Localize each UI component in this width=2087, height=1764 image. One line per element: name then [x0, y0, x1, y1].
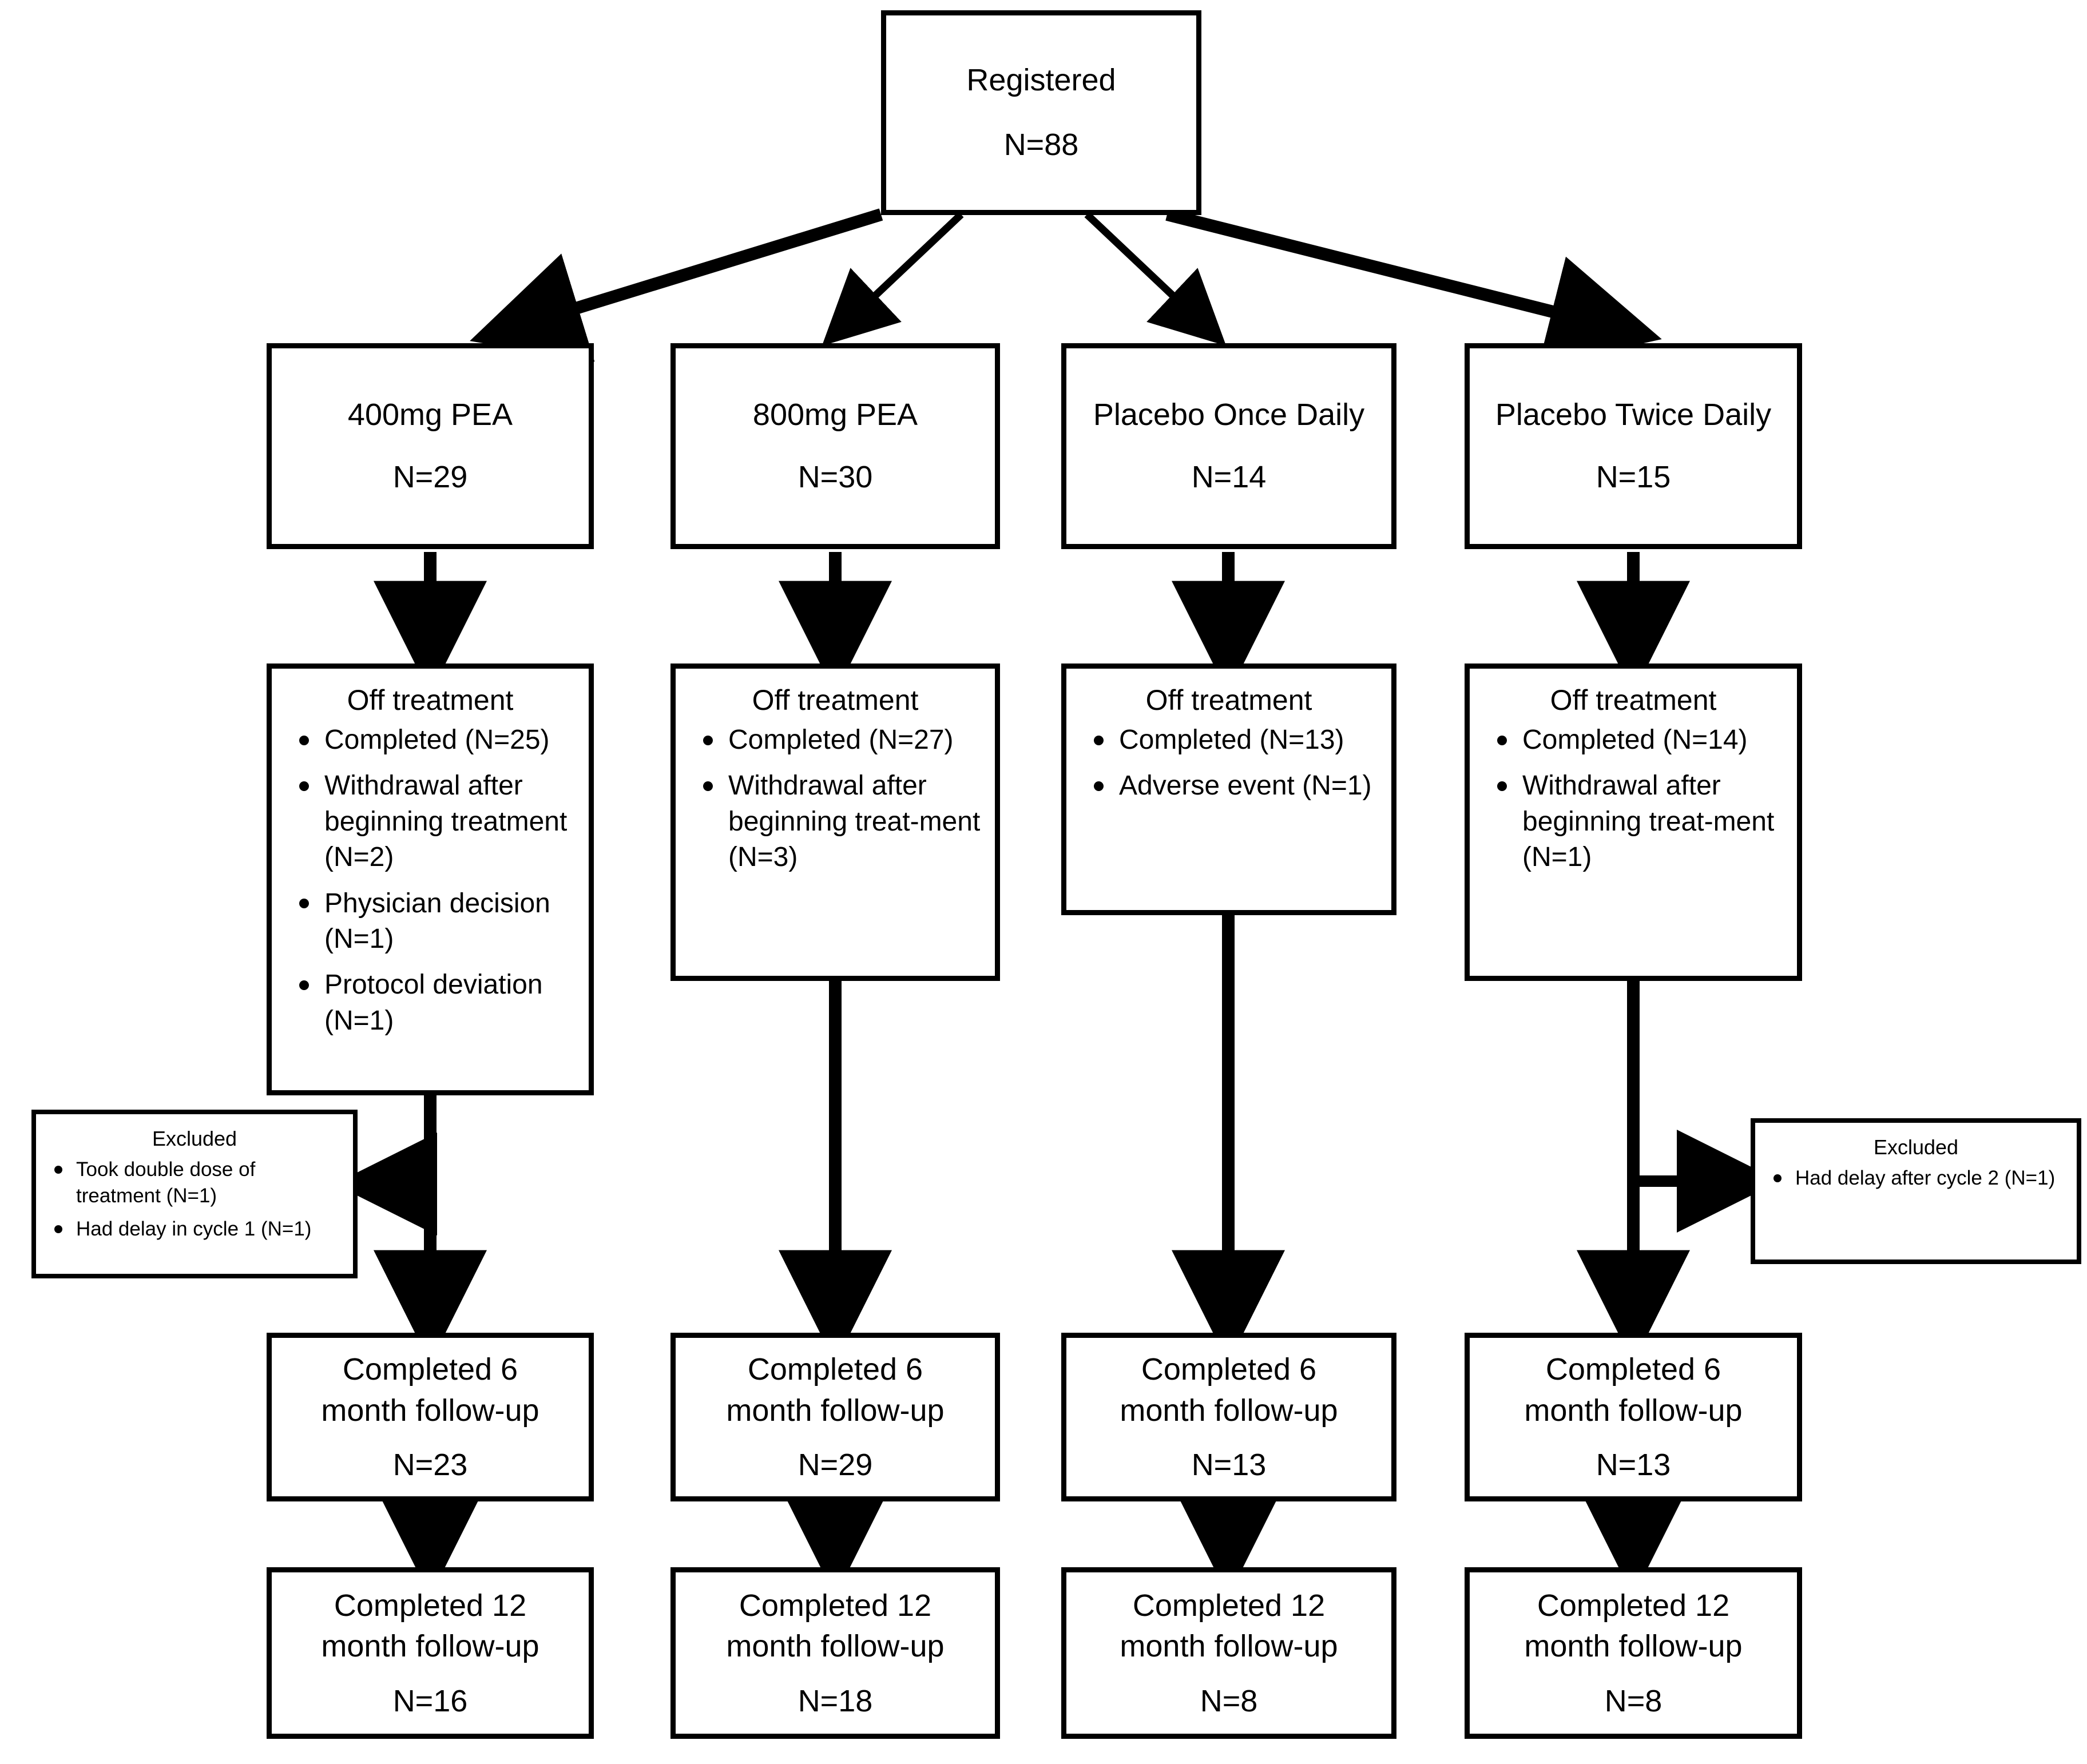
list-item: Withdrawal after beginning treat-ment (N… [699, 768, 985, 875]
off-treatment-heading: Off treatment [1145, 684, 1312, 716]
followup-line1: Completed 6 [342, 1352, 518, 1387]
twelve-month-followup-box-placebo-twice: Completed 12 month follow-up N=8 [1465, 1567, 1802, 1739]
six-month-followup-box-400mg: Completed 6 month follow-up N=23 [267, 1333, 594, 1501]
twelve-month-followup-box-400mg: Completed 12 month follow-up N=16 [267, 1567, 594, 1739]
six-month-followup-box-800mg: Completed 6 month follow-up N=29 [670, 1333, 1000, 1501]
list-item: Completed (N=25) [295, 722, 578, 758]
excluded-heading: Excluded [1873, 1135, 1959, 1159]
followup-count: N=29 [797, 1448, 873, 1483]
followup-line2: month follow-up [321, 1629, 539, 1664]
followup-line2: month follow-up [1524, 1629, 1743, 1664]
arm-group-box-placebo-once: Placebo Once Daily N=14 [1061, 343, 1396, 549]
off-treatment-heading: Off treatment [752, 684, 919, 716]
off-treatment-box-800mg: Off treatment Completed (N=27) Withdrawa… [670, 664, 1000, 981]
followup-line2: month follow-up [1524, 1393, 1743, 1428]
list-item: Completed (N=27) [699, 722, 985, 758]
arm-count: N=15 [1596, 460, 1671, 494]
arm-title: 400mg PEA [347, 397, 513, 432]
list-item: Had delay in cycle 1 (N=1) [51, 1216, 345, 1242]
followup-line2: month follow-up [321, 1393, 539, 1428]
registered-box: Registered N=88 [881, 10, 1201, 215]
off-treatment-list: Completed (N=14) Withdrawal after beginn… [1470, 722, 1797, 886]
excluded-box-left: Excluded Took double dose of treatment (… [31, 1110, 358, 1278]
arm-title: Placebo Twice Daily [1495, 397, 1772, 432]
list-item: Completed (N=13) [1089, 722, 1381, 758]
followup-line2: month follow-up [726, 1393, 945, 1428]
followup-count: N=23 [392, 1448, 468, 1483]
fanout-arrows [470, 208, 1662, 367]
followup-line1: Completed 12 [1537, 1588, 1730, 1623]
group-to-offtreatment-arrows [374, 552, 1690, 694]
followup-line2: month follow-up [1120, 1629, 1338, 1664]
arm-title: 800mg PEA [752, 397, 918, 432]
list-item: Took double dose of treatment (N=1) [51, 1157, 345, 1209]
list-item: Had delay after cycle 2 (N=1) [1770, 1165, 2069, 1191]
list-item: Withdrawal after beginning treatment (N=… [295, 768, 578, 875]
followup-line1: Completed 12 [739, 1588, 932, 1623]
followup-count: N=18 [797, 1683, 873, 1718]
followup-line2: month follow-up [726, 1629, 945, 1664]
offtreatment-to-sixmonth-arrows [374, 915, 1690, 1364]
sixmonth-to-twelvemonth-arrows [374, 1483, 1690, 1597]
twelve-month-followup-box-800mg: Completed 12 month follow-up N=18 [670, 1567, 1000, 1739]
followup-line1: Completed 12 [334, 1588, 527, 1623]
list-item: Adverse event (N=1) [1089, 768, 1381, 804]
followup-count: N=8 [1200, 1683, 1258, 1718]
list-item: Physician decision (N=1) [295, 886, 578, 958]
off-treatment-list: Completed (N=25) Withdrawal after beginn… [272, 722, 589, 1049]
excluded-heading: Excluded [152, 1127, 237, 1150]
excluded-list: Took double dose of treatment (N=1) Had … [36, 1157, 353, 1250]
registered-title: Registered [966, 62, 1116, 97]
list-item: Completed (N=14) [1493, 722, 1787, 758]
followup-count: N=8 [1604, 1683, 1663, 1718]
excluded-box-right: Excluded Had delay after cycle 2 (N=1) [1751, 1118, 2081, 1264]
excluded-branch-arrows [334, 1130, 1780, 1235]
off-treatment-heading: Off treatment [1550, 684, 1717, 716]
off-treatment-box-placebo-once: Off treatment Completed (N=13) Adverse e… [1061, 664, 1396, 915]
six-month-followup-box-placebo-twice: Completed 6 month follow-up N=13 [1465, 1333, 1802, 1501]
followup-count: N=13 [1596, 1448, 1671, 1483]
followup-count: N=16 [392, 1683, 468, 1718]
list-item: Protocol deviation (N=1) [295, 967, 578, 1039]
off-treatment-list: Completed (N=13) Adverse event (N=1) [1066, 722, 1391, 815]
followup-line2: month follow-up [1120, 1393, 1338, 1428]
arm-count: N=14 [1191, 460, 1267, 494]
arm-count: N=30 [797, 460, 873, 494]
off-treatment-list: Completed (N=27) Withdrawal after beginn… [676, 722, 995, 886]
arm-group-box-placebo-twice: Placebo Twice Daily N=15 [1465, 343, 1802, 549]
six-month-followup-box-placebo-once: Completed 6 month follow-up N=13 [1061, 1333, 1396, 1501]
followup-line1: Completed 6 [1141, 1352, 1317, 1387]
followup-line1: Completed 12 [1132, 1588, 1326, 1623]
arm-count: N=29 [392, 460, 468, 494]
registered-count: N=88 [1003, 128, 1079, 162]
twelve-month-followup-box-placebo-once: Completed 12 month follow-up N=8 [1061, 1567, 1396, 1739]
off-treatment-heading: Off treatment [347, 684, 514, 716]
arm-group-box-800mg: 800mg PEA N=30 [670, 343, 1000, 549]
off-treatment-box-placebo-twice: Off treatment Completed (N=14) Withdrawa… [1465, 664, 1802, 981]
off-treatment-box-400mg: Off treatment Completed (N=25) Withdrawa… [267, 664, 594, 1095]
list-item: Withdrawal after beginning treat-ment (N… [1493, 768, 1787, 875]
followup-count: N=13 [1191, 1448, 1267, 1483]
arm-title: Placebo Once Daily [1093, 397, 1365, 432]
excluded-list: Had delay after cycle 2 (N=1) [1755, 1165, 2077, 1198]
arm-group-box-400mg: 400mg PEA N=29 [267, 343, 594, 549]
followup-line1: Completed 6 [1545, 1352, 1721, 1387]
followup-line1: Completed 6 [747, 1352, 923, 1387]
